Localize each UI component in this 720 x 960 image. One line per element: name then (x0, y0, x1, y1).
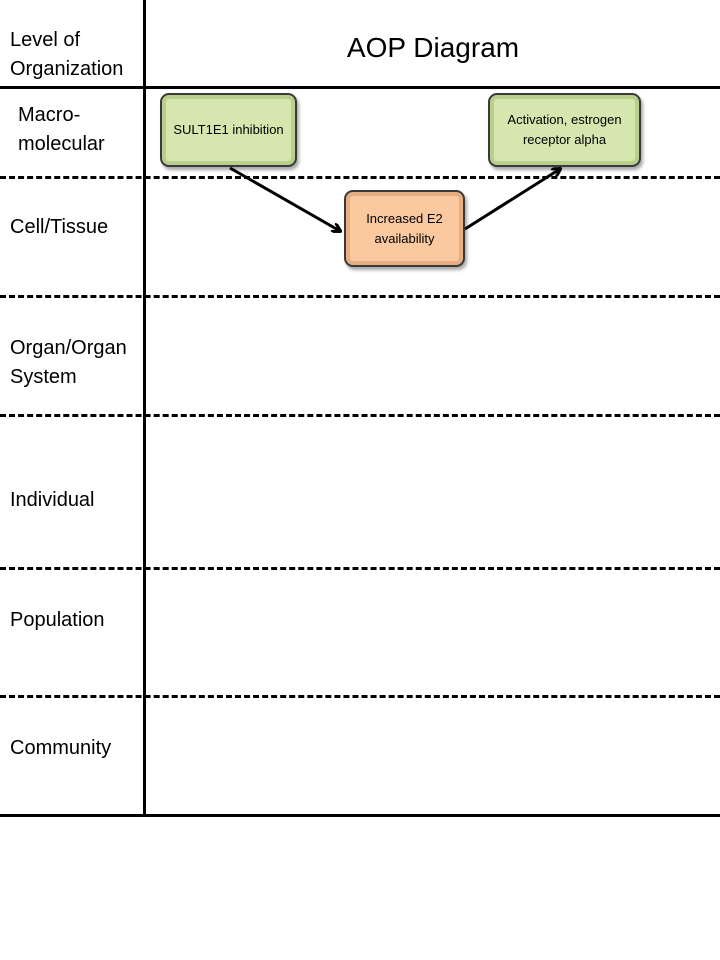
node-sult1e1-inhibition[interactable]: SULT1E1 inhibition (160, 93, 297, 167)
node-label: SULT1E1 inhibition (173, 122, 284, 137)
level-community: Community (10, 737, 112, 759)
level-organ: Organ/Organ System (10, 337, 127, 388)
level-macromolecular: Macro-molecular (18, 104, 105, 155)
level-column-header: Level of Organization (10, 29, 124, 80)
node-label: Activation, estrogen receptor alpha (507, 112, 622, 147)
level-divider (0, 295, 720, 298)
bottom-border (0, 814, 720, 817)
node-er-alpha-activation[interactable]: Activation, estrogen receptor alpha (488, 93, 641, 167)
node-increased-e2[interactable]: Increased E2 availability (344, 190, 465, 267)
header-divider (0, 86, 720, 89)
level-divider (0, 176, 720, 179)
node-label: Increased E2 availability (366, 210, 443, 246)
level-divider (0, 695, 720, 698)
level-divider (0, 567, 720, 570)
level-population: Population (10, 609, 105, 631)
arrow-edge (229, 166, 340, 231)
arrow-edge (464, 169, 560, 231)
diagram-title: AOP Diagram (346, 32, 520, 63)
column-divider (143, 0, 146, 816)
level-divider (0, 414, 720, 417)
level-individual: Individual (10, 489, 95, 511)
level-cell-tissue: Cell/Tissue (10, 216, 109, 238)
